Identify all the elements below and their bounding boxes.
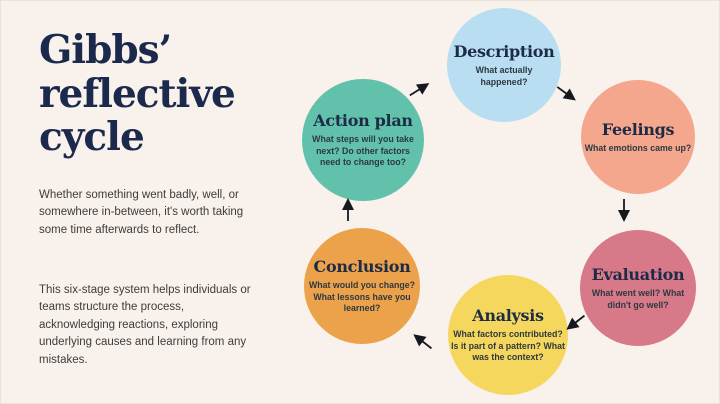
stage-evaluation-question: What went well? What didn't go well? — [591, 287, 685, 310]
stage-description-question: What actually happened? — [475, 64, 533, 87]
stage-conclusion-label: Conclusion — [313, 257, 411, 277]
arrow-evaluation-to-analysis-icon — [566, 314, 586, 330]
stage-feelings-label: Feelings — [601, 119, 675, 139]
arrow-action-plan-to-description-icon — [409, 83, 430, 97]
stage-evaluation-label: Evaluation — [591, 264, 685, 284]
arrow-description-to-feelings-icon — [556, 86, 576, 101]
stage-feelings-question: What emotions came up? — [584, 142, 692, 153]
stage-evaluation: Evaluation What went well? What didn't g… — [580, 230, 696, 346]
arrow-conclusion-to-action-plan-icon — [342, 198, 354, 221]
stage-action-plan-question: What steps will you take next? Do other … — [312, 134, 414, 168]
stage-analysis-question: What factors contributed? Is it part of … — [451, 329, 565, 363]
intro-paragraph-2: This six-stage system helps individuals … — [39, 284, 251, 366]
stage-analysis: Analysis What factors contributed? Is it… — [448, 275, 568, 395]
stage-conclusion: Conclusion What would you change? What l… — [304, 228, 420, 344]
arrow-analysis-to-conclusion-icon — [413, 334, 433, 350]
arrow-feelings-to-evaluation-icon — [618, 199, 630, 222]
intro-paragraph-1: Whether something went badly, well, or s… — [39, 189, 244, 236]
stage-feelings: Feelings What emotions came up? — [581, 80, 695, 194]
stage-action-plan-label: Action plan — [313, 111, 413, 131]
stage-action-plan: Action plan What steps will you take nex… — [302, 79, 424, 201]
page-title: Gibbs’ reflective cycle — [39, 27, 236, 161]
stage-description: Description What actually happened? — [447, 8, 561, 122]
stage-analysis-label: Analysis — [472, 306, 544, 326]
stage-description-label: Description — [453, 41, 555, 61]
stage-conclusion-question: What would you change? What lessons have… — [308, 280, 416, 314]
